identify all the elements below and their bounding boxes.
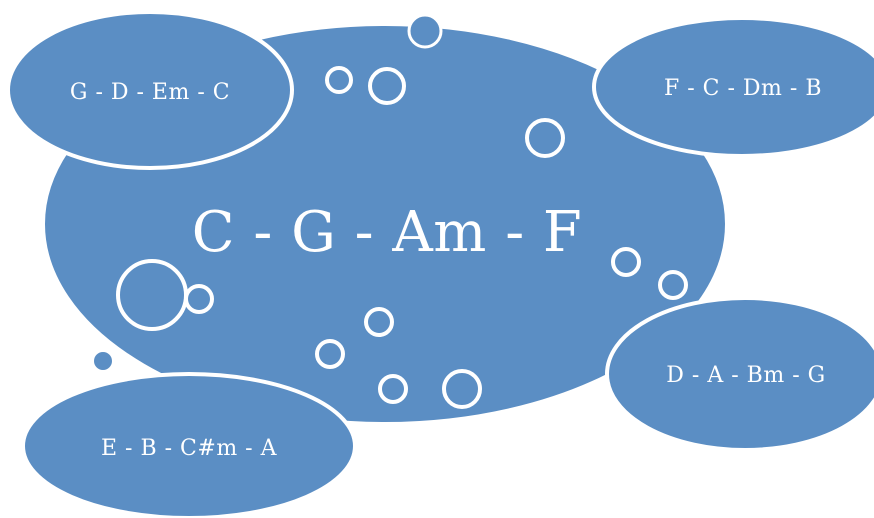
- bubble-ring: [442, 369, 482, 409]
- progression-label-g: G - D - Em - C: [69, 80, 231, 105]
- variation-ellipse-bottom-right: [605, 296, 874, 452]
- bubble-ring: [525, 118, 565, 158]
- bubble-ring: [368, 67, 406, 105]
- variation-ellipse-top-left: [6, 10, 294, 170]
- bubble-ring: [116, 259, 188, 331]
- bubble-ring: [315, 339, 345, 369]
- bubble-ring: [364, 307, 394, 337]
- bubble-ring: [325, 66, 353, 94]
- bubble-dot-small: [92, 350, 114, 372]
- bubble-dot-top: [407, 13, 443, 49]
- main-progression-label: C - G - Am - F: [191, 200, 583, 265]
- progression-label-d: D - A - Bm - G: [666, 363, 826, 388]
- bubble-ring: [611, 247, 641, 277]
- variation-ellipse-top-right: [592, 16, 874, 158]
- bubble-ring: [184, 284, 214, 314]
- bubble-ring: [658, 270, 688, 300]
- variation-ellipse-bottom-left: [21, 372, 357, 518]
- bubble-ring: [378, 374, 408, 404]
- progression-label-f: F - C - Dm - B: [663, 76, 823, 101]
- progression-label-e: E - B - C#m - A: [100, 436, 278, 461]
